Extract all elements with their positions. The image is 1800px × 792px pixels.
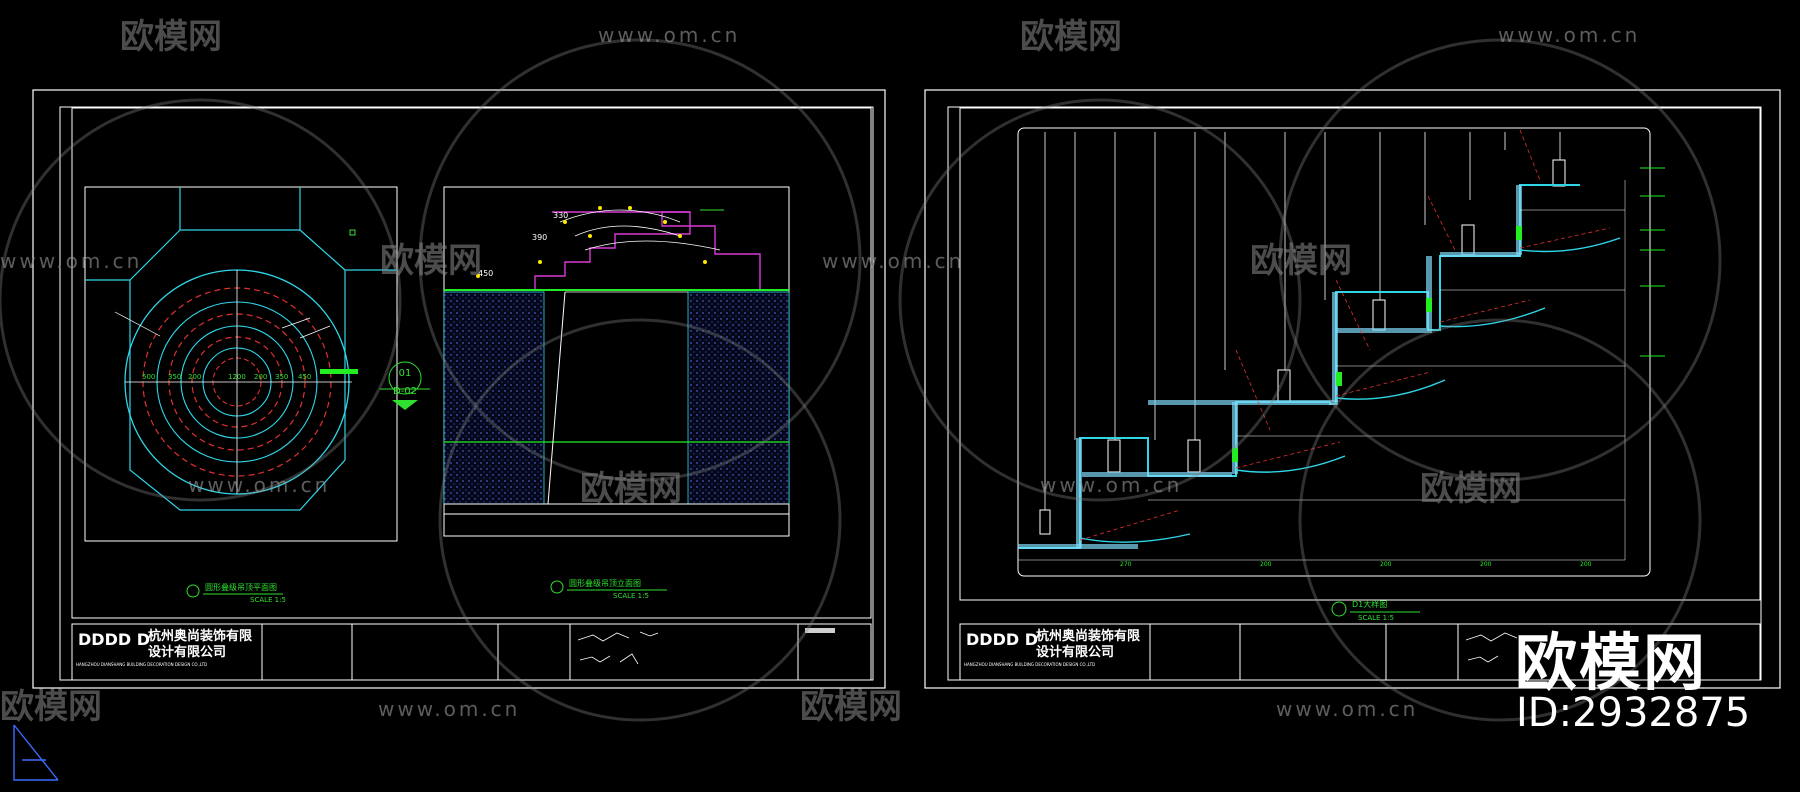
plan-dim-4: 200 [254,373,267,381]
level-dimension-lines [1018,180,1626,561]
section-symbol-arrow [392,400,418,410]
watermark-id: ID:2932875 [1516,690,1751,736]
green-cover-plates [1232,226,1522,462]
section-detail-panel [1017,127,1651,577]
wm-url-4: www.om.cn [822,249,964,273]
elevation-opening-edge [547,291,566,505]
plan-dimension-labels: 500 350 200 1200 200 350 450 [142,373,311,381]
right-annotation-marks [1640,167,1665,357]
right-title-block [959,623,1761,681]
red-guide-lines [1079,129,1611,541]
section-symbol-number: 01 [399,368,412,379]
elevation-dimension-labels: 330 390 450 [478,211,568,278]
plan-dim-6: 450 [298,373,311,381]
wm-url-3: www.om.cn [0,249,142,273]
plan-leader-lines [114,311,331,339]
plan-dim-2: 200 [188,373,201,381]
section-symbol-circle [388,361,422,395]
bottom-dim-2: 200 [1380,561,1392,568]
wm-brand-4: 欧模网 [1250,241,1352,281]
elev-dim-1: 390 [532,233,547,242]
wm-brand-3: 欧模网 [380,241,482,281]
plan-room-outline [85,187,397,511]
right-sheet-border [947,106,1762,681]
wm-brand-2: 欧模网 [1020,17,1122,57]
bottom-dim-1: 200 [1260,561,1272,568]
left-title-stamp [805,628,835,633]
wm-brand-8: 欧模网 [800,687,902,727]
right-company-en: HANGZHOU DIANSHANG BUILDING DECORATION D… [964,662,1095,667]
right-company-cn-1: 杭州奥尚装饰有限 [1036,628,1141,644]
bottom-dim-3: 200 [1480,561,1492,568]
left-title-block [71,623,872,681]
plan-dim-5: 350 [275,373,288,381]
wm-brand-6: 欧模网 [1420,469,1522,509]
left-logo: DDDD D [78,630,150,649]
wm-brand-1: 欧模网 [120,17,222,57]
wm-url-1: www.om.cn [598,23,740,47]
plan-marker-square [349,229,356,236]
section-caption: D1大样图 [1352,599,1387,609]
right-logo: DDDD D [966,630,1038,649]
right-signature-scribbles [1465,632,1518,663]
plan-caption-bubble [186,584,200,598]
section-cut-bar [320,369,358,374]
section-symbol-ref: D-02 [393,386,417,397]
watermark-rings [0,38,1722,722]
right-sheet: 270 200 200 200 200 D1大样图 SCALE 1:5 [924,89,1781,689]
elevation-wall-right [687,291,790,505]
wm-brand-5: 欧模网 [580,469,682,509]
ucs-icon [13,724,59,781]
wm-url-8: www.om.cn [1276,697,1418,721]
elevation-anchor-points [476,206,707,278]
wm-brand-7: 欧模网 [0,687,102,727]
watermark-big-title: 欧模网 [1515,626,1708,699]
watermark-logos: 欧模网 欧模网 欧模网 欧模网 欧模网 欧模网 欧模网 欧模网 [0,17,1522,727]
left-company-cn-1: 杭州奥尚装饰有限 [148,628,253,644]
wm-url-6: www.om.cn [1040,473,1182,497]
wm-url-2: www.om.cn [1498,23,1640,47]
right-sheet-drawing-area [959,107,1761,601]
wm-url-7: www.om.cn [378,697,520,721]
bottom-dim-4: 200 [1580,561,1592,568]
elevation-stepped-ceiling [534,211,761,290]
plan-scale: SCALE 1:5 [250,596,286,604]
watermark-layer: 欧模网 欧模网 欧模网 欧模网 欧模网 欧模网 欧模网 欧模网 www.om.c… [0,17,1722,727]
watermark-urls: www.om.cn www.om.cn www.om.cn www.om.cn … [0,23,1640,721]
plan-dim-1: 350 [168,373,181,381]
left-company-en: HANGZHOU DIANSHANG BUILDING DECORATION D… [76,662,207,667]
elevation-caption: 圆形叠级吊顶立面图 [569,578,641,588]
bottom-dim-0: 270 [1120,561,1132,568]
wm-url-5: www.om.cn [188,473,330,497]
elev-dim-2: 450 [478,269,493,278]
plan-dim-3: 1200 [228,373,246,381]
section-scale: SCALE 1:5 [1358,614,1394,622]
left-sheet-outer-frame [32,89,886,689]
profile-fill-blocks [1018,185,1522,549]
elevation-scale: SCALE 1:5 [613,592,649,600]
elev-dim-0: 330 [553,211,568,220]
left-signature-scribbles [577,631,659,665]
left-sheet: 500 350 200 1200 200 350 450 01 D-02 [32,89,886,689]
section-bottom-dims: 270 200 200 200 200 [1120,561,1592,568]
right-sheet-outer-frame [924,89,1781,689]
elev-caption-bubble [550,580,564,594]
left-sheet-drawing-area [71,107,872,619]
elevation-wall-left [443,291,545,505]
plan-dim-0: 500 [142,373,155,381]
plan-caption: 圆形叠级吊顶平面图 [205,582,277,592]
hanger-rods [1044,132,1561,510]
right-company-cn-2: 设计有限公司 [1036,644,1114,660]
led-cove-curves [1079,237,1621,543]
elevation-arcs [559,209,721,251]
left-company-cn-2: 设计有限公司 [148,644,226,660]
section-caption-bubble [1331,601,1347,617]
